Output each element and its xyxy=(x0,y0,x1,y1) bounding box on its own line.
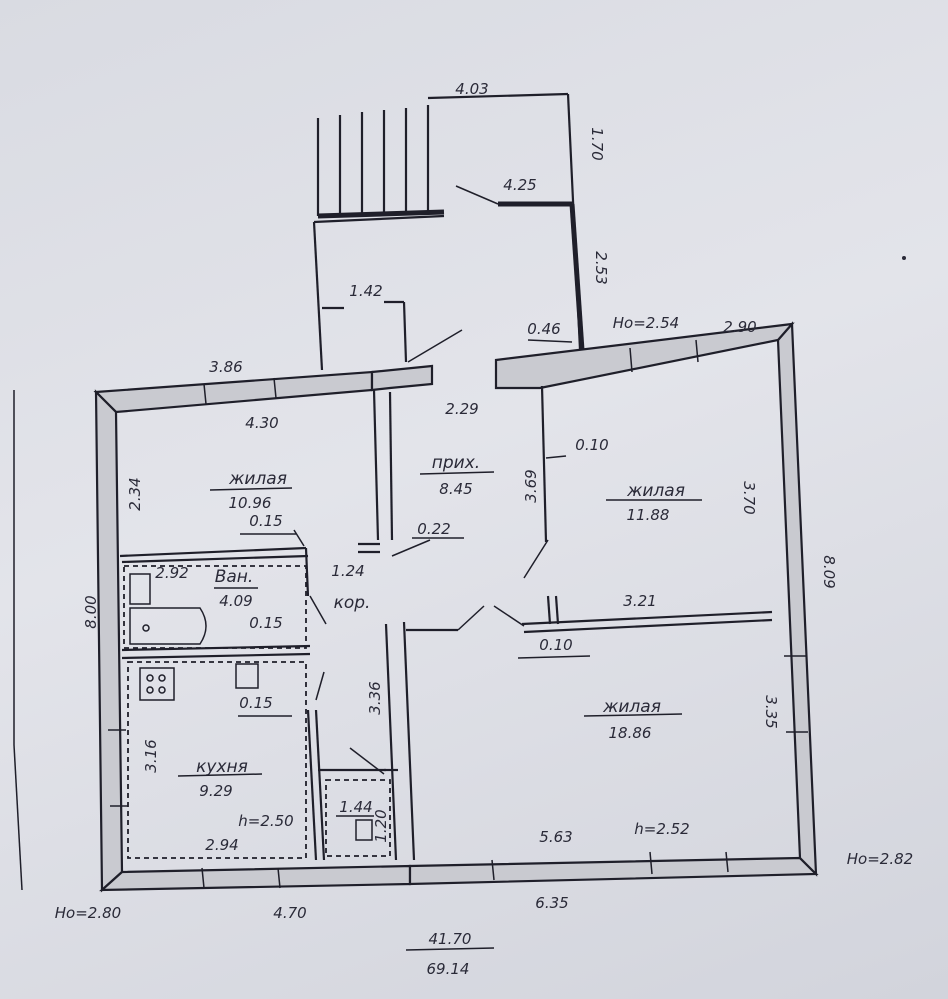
page-edge-line xyxy=(13,744,23,891)
porch-stairs xyxy=(316,92,585,351)
dim-bottom-right: 6.35 xyxy=(535,894,568,912)
dim-living3-width2: 5.63 xyxy=(539,828,572,846)
dashed-outlines xyxy=(123,565,391,859)
dim-porch-inner: 4.25 xyxy=(503,176,536,194)
dim-hall-width: 2.29 xyxy=(445,400,478,418)
dim-porch-right: 1.70 xyxy=(588,127,606,160)
sink-icon xyxy=(129,573,151,605)
dim-h-right-bottom: Но=2.82 xyxy=(847,850,913,868)
dim-kitchen-height: 3.16 xyxy=(142,739,160,772)
dim-total-right: 8.09 xyxy=(820,555,838,588)
room-name-kitchen: кухня xyxy=(196,757,248,777)
dim-right-top: 2.90 xyxy=(723,318,756,336)
dim-closet-height: 1.20 xyxy=(372,809,390,842)
dim-hall-wall: 0.22 xyxy=(417,520,450,538)
dim-left-top-inner: 4.30 xyxy=(245,414,278,432)
dim-kitchen-width: 2.94 xyxy=(205,836,238,854)
bathtub-icon xyxy=(129,607,207,645)
dim-corridor-length: 3.36 xyxy=(366,681,384,714)
dim-corridor-width: 1.24 xyxy=(331,562,364,580)
stove-icon xyxy=(139,667,175,701)
room-name-living3: жилая xyxy=(602,697,661,717)
room-name-corridor: кор. xyxy=(334,593,371,613)
area-totals: 41.70 69.14 xyxy=(405,930,495,978)
interior-walls xyxy=(119,385,773,861)
dim-kitchen-wall: 0.15 xyxy=(239,694,272,712)
room-area-closet: 1.44 xyxy=(339,798,372,816)
dim-total-left: 8.00 xyxy=(82,595,100,628)
dim-h-left-bottom: Но=2.80 xyxy=(55,904,121,922)
dim-porch-side: 2.53 xyxy=(592,251,610,284)
dim-wall-010a: 0.10 xyxy=(575,436,608,454)
room-height-living3: h=2.52 xyxy=(634,820,689,838)
dim-living1-height: 2.34 xyxy=(126,477,144,510)
ink-dot xyxy=(902,256,906,260)
room-area-living1: 10.96 xyxy=(229,494,272,512)
kitchen-sink-icon xyxy=(235,663,259,689)
dim-bath-wall2: 0.15 xyxy=(249,614,282,632)
dim-living3-height: 3.35 xyxy=(762,695,780,728)
room-name-living1: жилая xyxy=(228,469,287,489)
room-area-bath: 4.09 xyxy=(219,592,252,610)
room-height-kitchen: h=2.50 xyxy=(238,812,293,830)
dim-bottom-left: 4.70 xyxy=(273,904,306,922)
toilet-icon xyxy=(355,819,373,841)
outer-walls xyxy=(93,321,819,893)
room-area-living3: 18.86 xyxy=(609,724,652,742)
room-area-kitchen: 9.29 xyxy=(199,782,232,800)
dim-left-top-outer: 3.86 xyxy=(209,358,242,376)
room-area-living2: 11.88 xyxy=(627,506,670,524)
windows xyxy=(108,339,808,889)
dim-living2-depth: 3.69 xyxy=(522,469,540,502)
total-living-area: 41.70 xyxy=(429,930,472,948)
dim-porch-top: 4.03 xyxy=(455,80,488,98)
total-area: 69.14 xyxy=(427,960,470,978)
dim-living2-right: 3.70 xyxy=(740,481,758,514)
dim-bath-width: 2.92 xyxy=(155,564,188,582)
dim-bath-wall: 0.15 xyxy=(249,512,282,530)
room-name-living2: жилая xyxy=(626,481,685,501)
dim-wall-010b: 0.10 xyxy=(539,636,572,654)
fixtures xyxy=(129,573,373,841)
room-area-hall: 8.45 xyxy=(439,480,472,498)
dim-step: 0.46 xyxy=(527,320,560,338)
dim-living3-width: 3.21 xyxy=(623,592,656,610)
dim-vestibule: 1.42 xyxy=(349,282,382,300)
room-name-bath: Ван. xyxy=(215,567,254,587)
dim-h-right-top: Но=2.54 xyxy=(613,314,679,332)
room-labels: жилая 10.96 прих. 8.45 жилая 11.88 Ван. … xyxy=(177,453,702,838)
dimension-labels: 4.03 1.70 4.25 2.53 1.42 0.46 Но=2.54 2.… xyxy=(55,80,913,922)
room-name-hall: прих. xyxy=(432,453,480,473)
vestibule xyxy=(312,214,463,371)
